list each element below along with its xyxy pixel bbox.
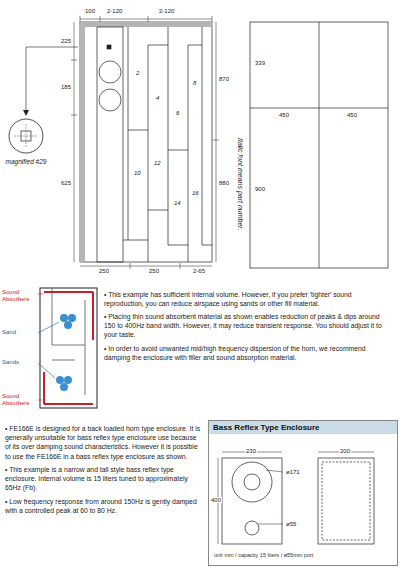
part-number: 2 — [135, 70, 140, 76]
dimension-label: ø171 — [285, 469, 301, 475]
part-number: 10 — [133, 170, 142, 176]
dimension-label: 230 — [245, 448, 257, 454]
damping-diagram — [38, 288, 97, 408]
part-number: 8 — [192, 80, 197, 86]
material-label: Sands — [2, 359, 37, 366]
part-number: 14 — [173, 200, 182, 206]
dimension-label: 880 — [218, 180, 230, 186]
material-label: Sand — [2, 329, 37, 336]
bullet-text: • Placing thin sound absorbent material … — [104, 312, 392, 340]
center-line — [14, 136, 38, 137]
horn-enclosure-plan — [23, 16, 219, 269]
dimension-label: 200 — [339, 448, 351, 454]
dimension-label: ø55 — [285, 521, 297, 527]
circle-outline — [9, 119, 43, 153]
part-number: 16 — [191, 190, 200, 196]
dimension-label: 900 — [254, 186, 266, 192]
bullet-text: • In order to avoid unwanted mid/high fr… — [104, 344, 392, 362]
note-text: unit mm / capacity 15 liters / ø55mm por… — [214, 552, 313, 558]
dimension-label: 2-120 — [158, 8, 175, 14]
bullet-text: • This example has sufficient internal v… — [104, 290, 392, 308]
dimension-label: 2-65 — [192, 268, 206, 274]
bass-reflex-drawing — [218, 452, 374, 544]
dimension-label: 339 — [254, 60, 266, 66]
dimension-label: 225 — [60, 38, 72, 44]
material-label: Sound Absorbers — [2, 393, 37, 407]
bullet-text: • FE166E is designed for a back loaded h… — [5, 424, 201, 461]
dimension-label: 625 — [60, 180, 72, 186]
material-label: Sound Absorbers — [2, 289, 37, 303]
dimension-label: 250 — [148, 268, 160, 274]
dimension-label: 870 — [218, 76, 230, 82]
part-number: 12 — [153, 160, 162, 166]
part-number: 4 — [155, 95, 160, 101]
dimension-label: 2-120 — [106, 8, 123, 14]
magnified-detail-circle: magnified #29 — [8, 118, 44, 154]
bullet-text: • Low frequency response from around 150… — [5, 497, 201, 515]
dimension-label: 100 — [84, 8, 96, 14]
dimension-label: 250 — [98, 268, 110, 274]
panel-heading: Bass Reflex Type Enclosure — [209, 421, 397, 434]
dimension-label: 185 — [60, 84, 72, 90]
detail-caption: magnified #29 — [6, 158, 47, 165]
dimension-label: 400 — [210, 497, 222, 503]
panel-cut-plan — [250, 22, 388, 268]
bullet-text: • This example is a narrow and tall styl… — [5, 465, 201, 493]
note-text: Italic font means part number. — [237, 138, 244, 230]
dimension-label: 450 — [346, 112, 358, 118]
dimension-label: 450 — [278, 112, 290, 118]
part-number: 6 — [175, 110, 180, 116]
bass-reflex-panel: Bass Reflex Type Enclosure — [208, 420, 398, 566]
circle-outline — [8, 118, 44, 154]
